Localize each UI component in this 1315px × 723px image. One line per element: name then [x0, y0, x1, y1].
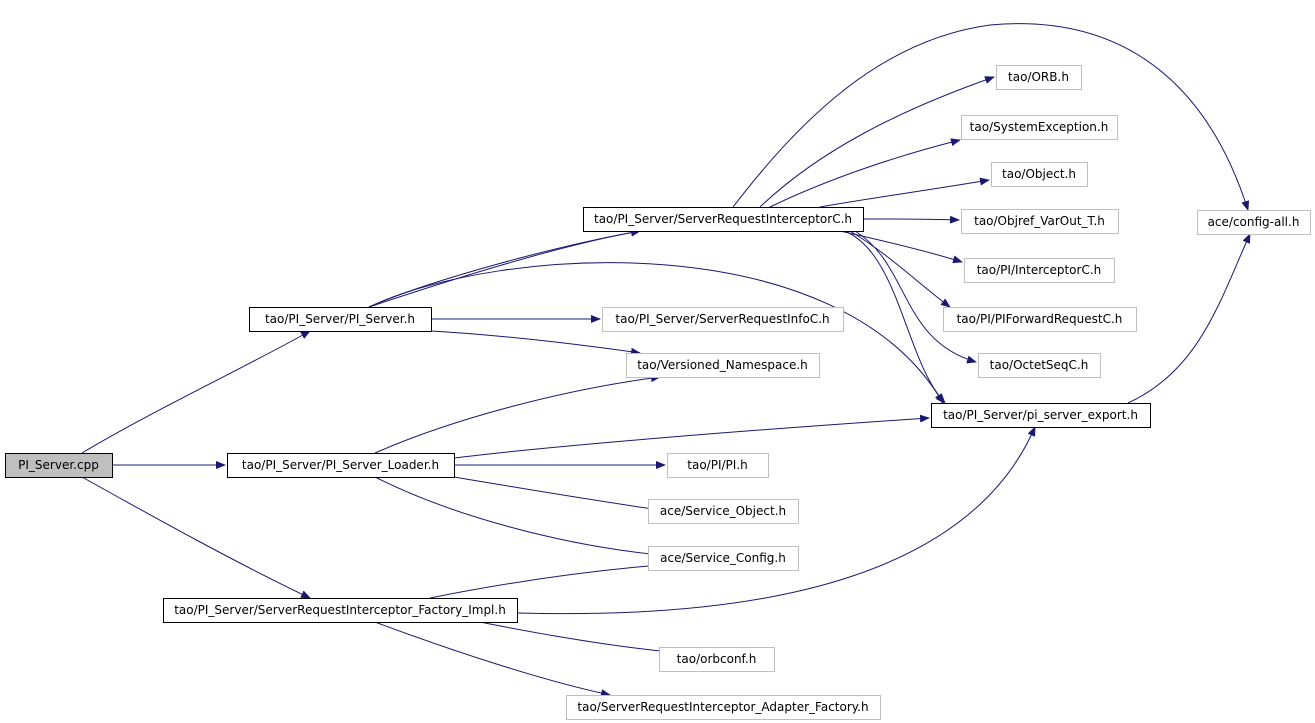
node-box	[602, 307, 844, 332]
node-config_all_h: ace/config-all.h	[1197, 210, 1311, 235]
node-box	[667, 453, 769, 478]
node-srinfo_h: tao/PI_Server/ServerRequestInfoC.h	[602, 307, 844, 332]
node-box	[583, 207, 864, 232]
node-label: tao/PI_Server/ServerRequestInfoC.h	[615, 312, 829, 326]
node-service_config_h: ace/Service_Config.h	[648, 546, 799, 571]
node-box	[978, 353, 1101, 378]
node-box	[566, 695, 881, 720]
node-label: tao/Versioned_Namespace.h	[637, 358, 808, 372]
edge-sric_h-to-export_h	[844, 230, 946, 404]
node-label: tao/PI/PIForwardRequestC.h	[957, 312, 1123, 326]
node-box	[943, 307, 1137, 332]
node-label: tao/PI/PI.h	[687, 458, 747, 472]
node-interceptorc_h: tao/PI/InterceptorC.h	[964, 258, 1115, 283]
node-label: tao/ORB.h	[1008, 70, 1069, 84]
edge-export_h-to-config_all_h	[1127, 233, 1251, 404]
node-pi_server_cpp[interactable]: PI_Server.cpp	[5, 453, 113, 478]
node-box	[249, 307, 432, 332]
edge-sric_h-to-piforward_h	[849, 230, 951, 308]
edge-sric_h-to-orb_h	[759, 76, 995, 208]
edge-pi_server_h-to-sric_h	[368, 228, 641, 308]
node-label: tao/orbconf.h	[677, 652, 757, 666]
node-box	[991, 162, 1088, 187]
node-orb_h: tao/ORB.h	[996, 65, 1082, 90]
node-sric_h[interactable]: tao/PI_Server/ServerRequestInterceptorC.…	[583, 207, 864, 232]
node-label: tao/OctetSeqC.h	[990, 358, 1089, 372]
node-box	[1197, 210, 1311, 235]
node-label: tao/PI/InterceptorC.h	[977, 263, 1102, 277]
edge-sric_h-to-objref_h	[862, 215, 960, 224]
node-box	[996, 65, 1082, 90]
node-label: tao/SystemException.h	[970, 120, 1109, 134]
edge-factory_impl_h-to-export_h	[516, 426, 1036, 615]
edge-pi_server_loader_h-to-versioned_h	[374, 374, 661, 454]
node-box	[931, 403, 1151, 428]
edge-pi_server_loader_h-to-service_object_h	[453, 476, 661, 513]
edge-factory_impl_h-to-adapter_factory_h	[374, 621, 611, 698]
node-box	[163, 598, 518, 623]
edge-pi_server_loader_h-to-sric_h	[368, 228, 641, 308]
edges-layer	[81, 23, 1251, 698]
node-box	[648, 546, 799, 571]
node-label: tao/PI_Server/ServerRequestInterceptorC.…	[594, 212, 852, 226]
node-label: PI_Server.cpp	[18, 458, 99, 472]
edge-pi_server_cpp-to-pi_server_h	[81, 330, 311, 454]
node-label: tao/Object.h	[1002, 167, 1076, 181]
node-box	[659, 647, 775, 672]
node-label: tao/PI_Server/pi_server_export.h	[943, 408, 1138, 422]
node-pi_pi_h: tao/PI/PI.h	[667, 453, 769, 478]
edge-sric_h-to-object_h	[819, 177, 990, 208]
node-service_object_h: ace/Service_Object.h	[648, 499, 799, 524]
node-box	[5, 453, 113, 478]
node-pi_server_h[interactable]: tao/PI_Server/PI_Server.h	[249, 307, 432, 332]
node-versioned_h: tao/Versioned_Namespace.h	[626, 353, 820, 378]
node-label: tao/ServerRequestInterceptor_Adapter_Fac…	[577, 700, 868, 714]
node-box	[648, 499, 799, 524]
edge-sric_h-to-octet_h	[854, 230, 977, 364]
edge-factory_impl_h-to-orbconf_h	[479, 621, 671, 656]
node-sysexc_h: tao/SystemException.h	[961, 115, 1118, 140]
node-object_h: tao/Object.h	[991, 162, 1088, 187]
node-box	[964, 258, 1115, 283]
node-label: tao/PI_Server/PI_Server.h	[265, 312, 415, 326]
node-octet_h: tao/OctetSeqC.h	[978, 353, 1101, 378]
node-box	[626, 353, 820, 378]
edge-factory_impl_h-to-service_config_h	[429, 561, 661, 599]
edge-pi_server_loader_h-to-export_h	[453, 414, 930, 459]
node-label: ace/Service_Object.h	[660, 504, 786, 518]
node-label: tao/PI_Server/ServerRequestInterceptor_F…	[174, 603, 506, 617]
node-box	[961, 209, 1119, 234]
edge-pi_server_cpp-to-factory_impl_h	[81, 476, 311, 599]
edge-pi_server_loader_h-to-service_config_h	[374, 476, 661, 559]
node-box	[961, 115, 1118, 140]
node-export_h[interactable]: tao/PI_Server/pi_server_export.h	[931, 403, 1151, 428]
node-pi_server_loader_h[interactable]: tao/PI_Server/PI_Server_Loader.h	[227, 453, 455, 478]
node-label: tao/PI_Server/PI_Server_Loader.h	[242, 458, 439, 472]
node-orbconf_h: tao/orbconf.h	[659, 647, 775, 672]
node-box	[227, 453, 455, 478]
edge-pi_server_h-to-export_h	[368, 262, 944, 404]
nodes-layer: PI_Server.cpptao/PI_Server/PI_Server.hta…	[5, 65, 1311, 720]
node-piforward_h: tao/PI/PIForwardRequestC.h	[943, 307, 1137, 332]
edge-sric_h-to-config_all_h	[732, 23, 1250, 211]
node-label: ace/Service_Config.h	[660, 551, 786, 565]
edge-sric_h-to-interceptorc_h	[839, 230, 963, 264]
node-label: tao/Objref_VarOut_T.h	[974, 214, 1105, 228]
edge-pi_server_h-to-versioned_h	[430, 330, 641, 356]
node-objref_h: tao/Objref_VarOut_T.h	[961, 209, 1119, 234]
node-label: ace/config-all.h	[1208, 215, 1300, 229]
node-factory_impl_h[interactable]: tao/PI_Server/ServerRequestInterceptor_F…	[163, 598, 518, 623]
edge-sric_h-to-sysexc_h	[769, 138, 961, 208]
node-adapter_factory_h: tao/ServerRequestInterceptor_Adapter_Fac…	[566, 695, 881, 720]
